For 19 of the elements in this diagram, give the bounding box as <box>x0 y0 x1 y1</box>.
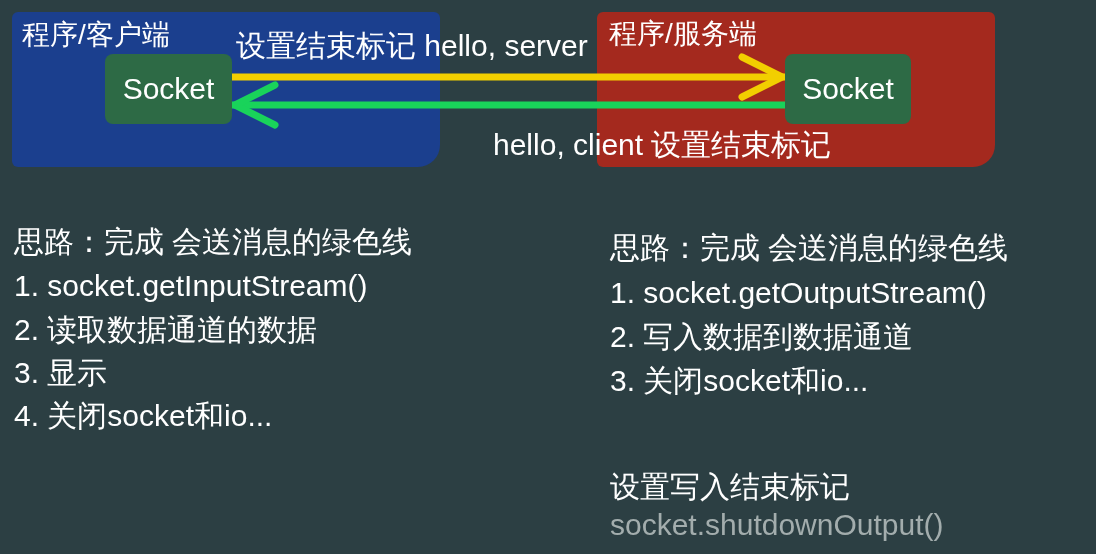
note-text: 1. socket.getInputStream() <box>14 268 368 304</box>
note-text: 3. 关闭socket和io... <box>610 363 869 399</box>
note-text: 2. 写入数据到数据通道 <box>610 319 914 355</box>
arrow <box>232 53 786 101</box>
note-text: 4. 关闭socket和io... <box>14 398 273 434</box>
note-text: 1. socket.getOutputStream() <box>610 275 987 311</box>
socket-box: Socket <box>785 54 911 124</box>
note-text: 思路：完成 会送消息的绿色线 <box>610 230 1009 266</box>
edge-label: 设置结束标记 hello, server <box>236 28 588 64</box>
note-text: socket.shutdownOutput() <box>610 507 944 543</box>
note-text: 2. 读取数据通道的数据 <box>14 312 318 348</box>
note-text: 3. 显示 <box>14 355 108 391</box>
socket-box: Socket <box>105 54 232 124</box>
arrow <box>231 81 785 129</box>
panel-title: 程序/客户端 <box>22 18 170 52</box>
note-text: 设置写入结束标记 <box>610 469 850 505</box>
edge-label: hello, client 设置结束标记 <box>493 127 832 163</box>
panel-title: 程序/服务端 <box>609 17 757 51</box>
note-text: 思路：完成 会送消息的绿色线 <box>14 224 413 260</box>
